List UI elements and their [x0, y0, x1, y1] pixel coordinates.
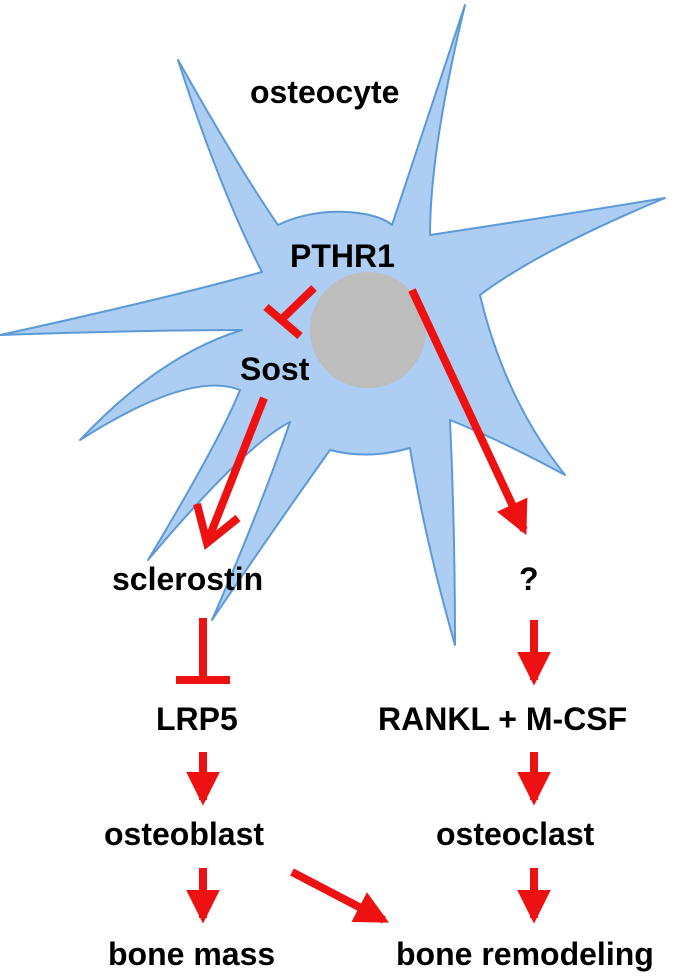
osteoclast-label: osteoclast [436, 816, 595, 852]
sost-label: Sost [240, 351, 310, 387]
osteocyte-label: osteocyte [250, 74, 400, 110]
arrow-chevron [193, 503, 241, 551]
nucleus [310, 272, 426, 388]
lrp5-label: LRP5 [156, 701, 238, 737]
arrow-shaft [203, 396, 268, 545]
inhibition-bar [263, 303, 303, 340]
pthr1-inhibits-sost [263, 285, 317, 340]
sost-to-sclerostin-arrow [193, 396, 268, 551]
bone-remodeling-label: bone remodeling [396, 936, 654, 972]
rankl-mcsf-label: RANKL + M-CSF [378, 701, 628, 737]
pthr1-to-unknown-arrow [408, 288, 528, 536]
osteoblast-label: osteoblast [104, 816, 265, 852]
sclerostin-label: sclerostin [112, 561, 264, 597]
bone-mass-label: bone mass [108, 936, 276, 972]
unknown-factor-label: ? [519, 561, 539, 597]
sclerostin-inhibits-lrp5 [176, 618, 230, 684]
pthr1-label: PTHR1 [290, 238, 395, 274]
inhibition-line [280, 285, 317, 321]
osteoblast-to-bone-remodeling-arrow [290, 868, 389, 924]
